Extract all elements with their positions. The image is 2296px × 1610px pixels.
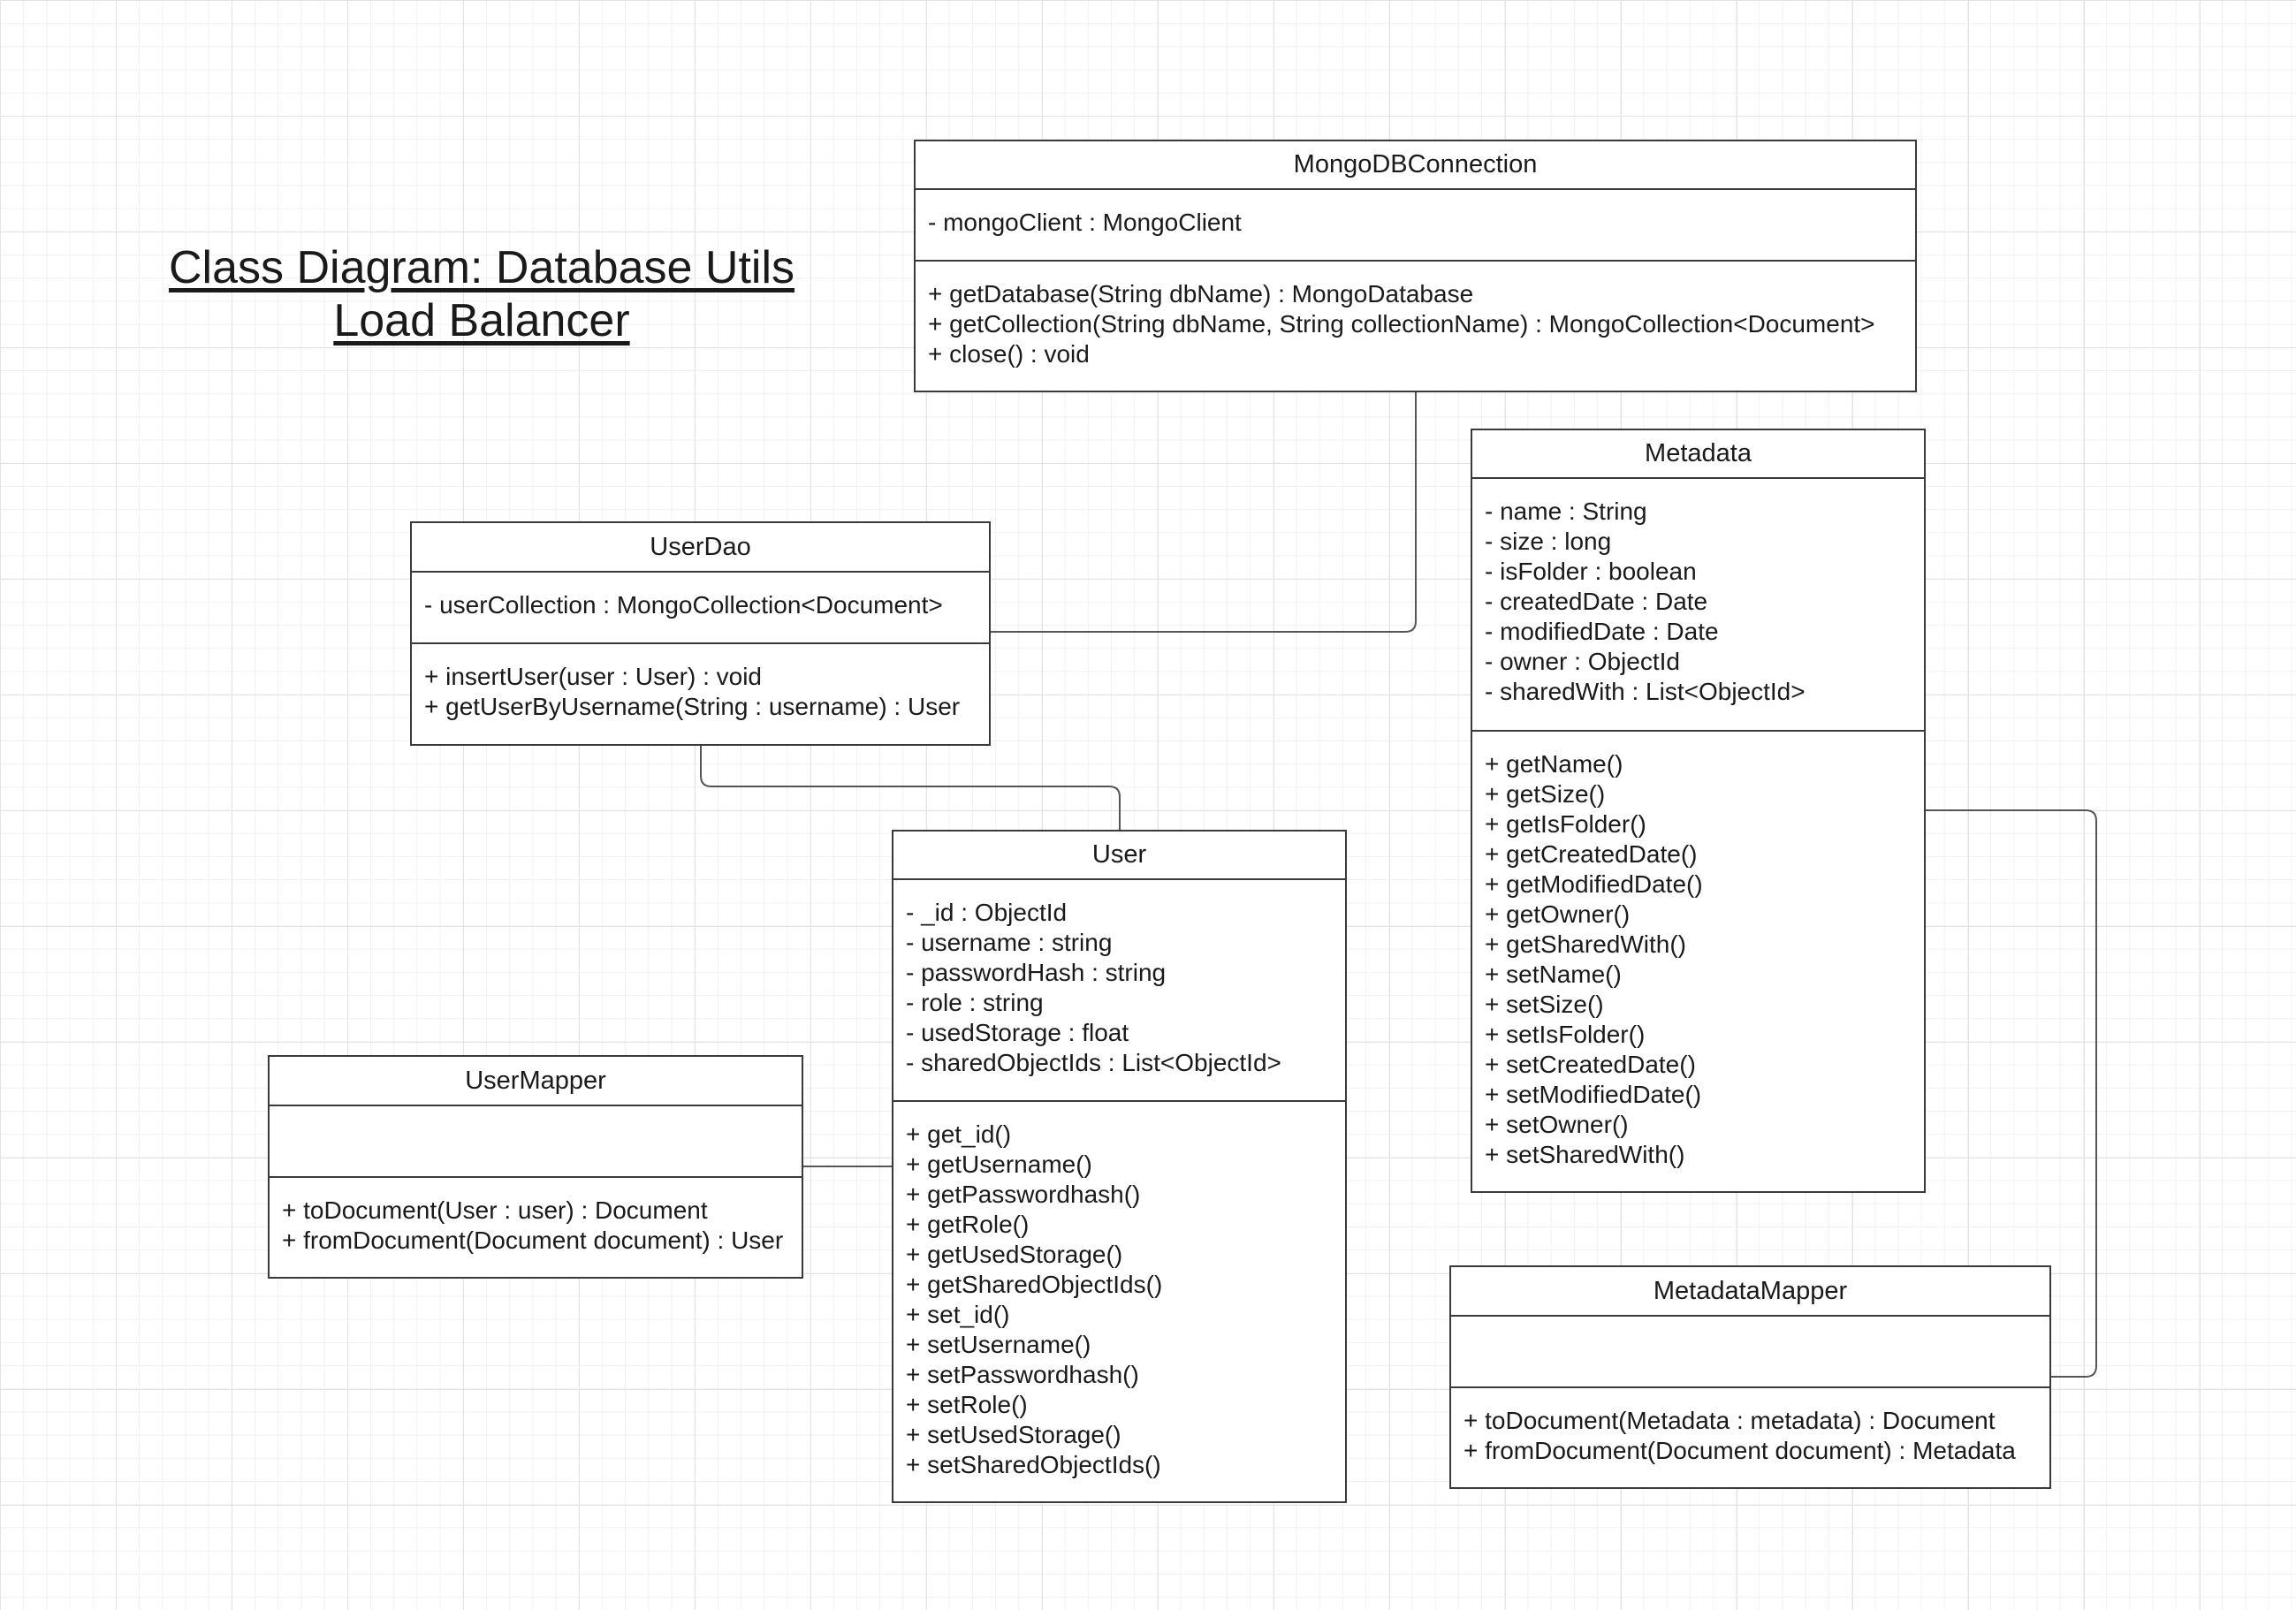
method-row: + getUserByUsername(String : username) :… <box>424 693 961 720</box>
method-row: + getSize() <box>1485 780 1606 808</box>
method-row: + getDatabase(String dbName) : MongoData… <box>928 280 1474 308</box>
method-row: + setSharedObjectIds() <box>906 1451 1161 1478</box>
connector-metadata-metadatamapper <box>1925 809 2097 1378</box>
method-row: + getPasswordhash() <box>906 1181 1141 1208</box>
method-row: + close() : void <box>928 340 1090 368</box>
class-userdao[interactable]: UserDao - userCollection : MongoCollecti… <box>410 521 991 746</box>
method-row: + getRole() <box>906 1211 1030 1238</box>
method-row: + getModifiedDate() <box>1485 870 1703 898</box>
attribute-row: - sharedObjectIds : List<ObjectId> <box>906 1049 1281 1076</box>
method-row: + setUsedStorage() <box>906 1421 1121 1448</box>
attributes-compartment: - _id : ObjectId - username : string - p… <box>893 880 1345 1102</box>
attributes-compartment <box>1451 1317 2049 1388</box>
method-row: + setIsFolder() <box>1485 1021 1646 1048</box>
class-name: MetadataMapper <box>1451 1267 2049 1317</box>
attribute-row: - usedStorage : float <box>906 1019 1129 1046</box>
method-row: + setModifiedDate() <box>1485 1081 1702 1108</box>
attribute-row: - modifiedDate : Date <box>1485 618 1719 645</box>
method-row: + setSharedWith() <box>1485 1141 1685 1168</box>
attribute-row: - name : String <box>1485 497 1647 525</box>
method-row: + getSharedWith() <box>1485 930 1686 958</box>
methods-compartment: + toDocument(User : user) : Document + f… <box>270 1178 802 1277</box>
class-name: User <box>893 832 1345 880</box>
diagram-title: Class Diagram: Database Utils Load Balan… <box>124 241 840 347</box>
attribute-row: - isFolder : boolean <box>1485 558 1697 585</box>
method-row: + setName() <box>1485 961 1622 988</box>
method-row: + setSize() <box>1485 991 1604 1018</box>
attribute-row: - _id : ObjectId <box>906 899 1068 926</box>
attribute-row: - createdDate : Date <box>1485 588 1708 615</box>
method-row: + getUsedStorage() <box>906 1241 1123 1268</box>
methods-compartment: + getDatabase(String dbName) : MongoData… <box>916 262 1915 391</box>
method-row: + get_id() <box>906 1120 1012 1148</box>
attributes-compartment: - mongoClient : MongoClient <box>916 190 1915 262</box>
attribute-row: - username : string <box>906 929 1113 956</box>
class-metadata[interactable]: Metadata - name : String - size : long -… <box>1471 429 1926 1193</box>
method-row: + insertUser(user : User) : void <box>424 663 762 690</box>
method-row: + setRole() <box>906 1391 1028 1418</box>
attribute-row: - sharedWith : List<ObjectId> <box>1485 678 1806 705</box>
method-row: + getCreatedDate() <box>1485 840 1698 868</box>
methods-compartment: + toDocument(Metadata : metadata) : Docu… <box>1451 1388 2049 1487</box>
attribute-row: - owner : ObjectId <box>1485 648 1680 675</box>
method-row: + fromDocument(Document document) : User <box>282 1226 784 1254</box>
method-row: + setCreatedDate() <box>1485 1051 1696 1078</box>
method-row: + setOwner() <box>1485 1111 1629 1138</box>
diagram-title-line-2: Load Balancer <box>333 295 630 346</box>
class-metadatamapper[interactable]: MetadataMapper + toDocument(Metadata : m… <box>1449 1265 2051 1489</box>
class-user[interactable]: User - _id : ObjectId - username : strin… <box>892 830 1347 1503</box>
class-usermapper[interactable]: UserMapper + toDocument(User : user) : D… <box>268 1055 803 1279</box>
attribute-row: - passwordHash : string <box>906 959 1167 986</box>
method-row: + toDocument(User : user) : Document <box>282 1196 708 1224</box>
attribute-row: - role : string <box>906 989 1044 1016</box>
method-row: + fromDocument(Document document) : Meta… <box>1464 1437 2016 1464</box>
attribute-row: - mongoClient : MongoClient <box>928 209 1242 236</box>
diagram-title-line-1: Class Diagram: Database Utils <box>168 242 795 293</box>
method-row: + getCollection(String dbName, String co… <box>928 310 1875 338</box>
class-name: UserMapper <box>270 1057 802 1106</box>
class-name: UserDao <box>412 523 989 573</box>
method-row: + getSharedObjectIds() <box>906 1271 1163 1298</box>
methods-compartment: + get_id() + getUsername() + getPassword… <box>893 1102 1345 1501</box>
method-row: + getName() <box>1485 750 1623 778</box>
method-row: + getIsFolder() <box>1485 810 1646 838</box>
attributes-compartment: - name : String - size : long - isFolder… <box>1472 479 1924 732</box>
methods-compartment: + getName() + getSize() + getIsFolder() … <box>1472 732 1924 1191</box>
connector-userdao-user <box>700 744 1121 831</box>
method-row: + setPasswordhash() <box>906 1361 1139 1388</box>
attribute-row: - userCollection : MongoCollection<Docum… <box>424 591 943 619</box>
methods-compartment: + insertUser(user : User) : void + getUs… <box>412 644 989 744</box>
attributes-compartment <box>270 1106 802 1178</box>
class-name: Metadata <box>1472 430 1924 479</box>
method-row: + toDocument(Metadata : metadata) : Docu… <box>1464 1407 1996 1434</box>
method-row: + getUsername() <box>906 1151 1092 1178</box>
class-mongodbconnection[interactable]: MongoDBConnection - mongoClient : MongoC… <box>914 140 1917 392</box>
connector-userdao-mongodbconnection <box>990 391 1417 633</box>
attributes-compartment: - userCollection : MongoCollection<Docum… <box>412 573 989 644</box>
method-row: + setUsername() <box>906 1331 1091 1358</box>
method-row: + getOwner() <box>1485 900 1631 928</box>
attribute-row: - size : long <box>1485 528 1612 555</box>
class-name: MongoDBConnection <box>916 141 1915 190</box>
method-row: + set_id() <box>906 1301 1010 1328</box>
